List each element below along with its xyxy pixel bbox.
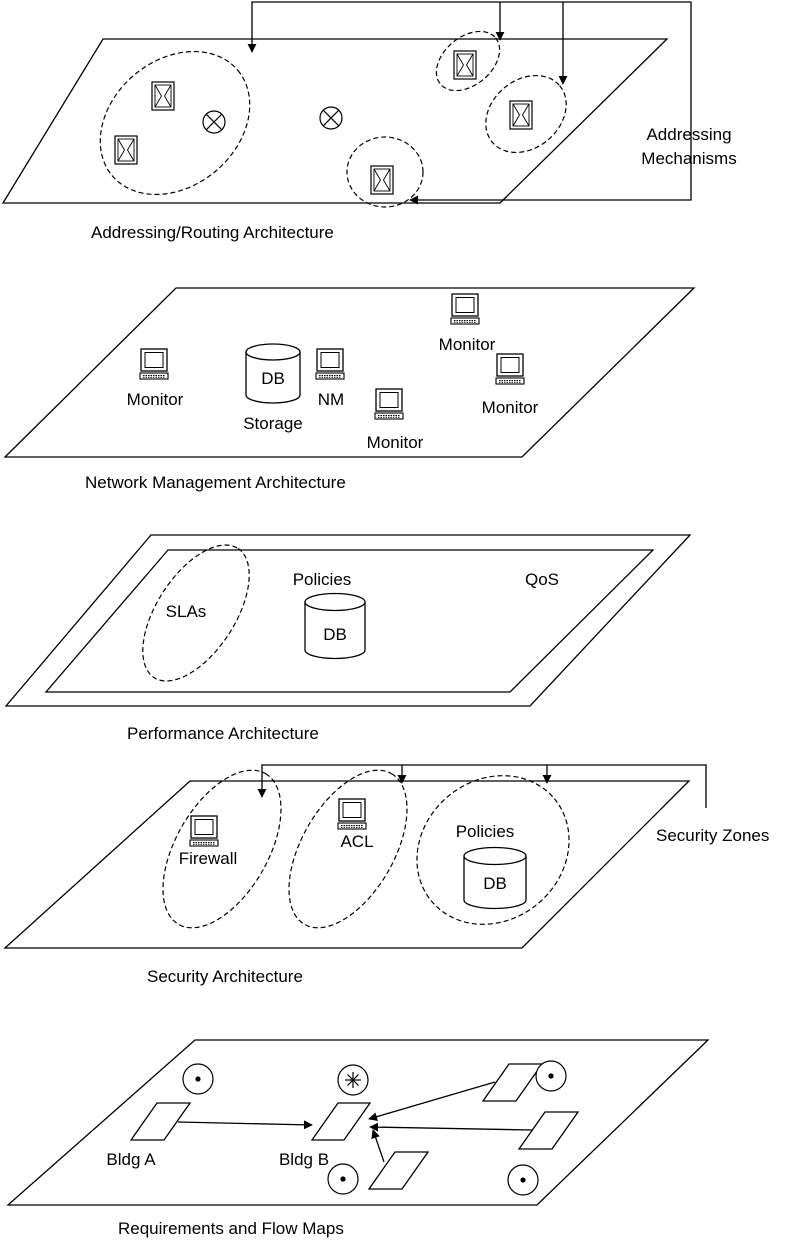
point-icon xyxy=(327,1163,359,1195)
security-layer: Firewall ACL Policies DB Security Zones … xyxy=(3,764,769,986)
management-caption: Network Management Architecture xyxy=(85,473,346,492)
policies-zone xyxy=(416,775,570,925)
nm-label: NM xyxy=(318,390,344,409)
switch-icon xyxy=(509,100,533,130)
monitor-icon xyxy=(315,348,345,380)
database-icon xyxy=(463,846,527,910)
router-icon xyxy=(319,106,343,130)
addressing-callout-line2: Mechanisms xyxy=(641,149,736,168)
security-caption: Security Architecture xyxy=(147,967,303,986)
monitor-label: Monitor xyxy=(482,398,539,417)
firewall-label: Firewall xyxy=(179,849,238,868)
building-shape xyxy=(367,1151,430,1190)
bldg-a-shape xyxy=(129,1102,192,1141)
addressing-callout-line1: Addressing xyxy=(646,125,731,144)
firewall-icon xyxy=(189,815,219,847)
point-icon xyxy=(535,1060,567,1092)
point-icon xyxy=(507,1164,539,1196)
switch-icon xyxy=(370,165,394,195)
monitor-icon xyxy=(495,353,525,385)
point-icon xyxy=(182,1063,214,1095)
acl-zone xyxy=(288,769,408,929)
monitor-label: Monitor xyxy=(367,433,424,452)
bldg-a-label: Bldg A xyxy=(106,1150,156,1169)
asterisk-icon xyxy=(337,1064,369,1096)
performance-caption: Performance Architecture xyxy=(127,724,319,743)
building-shape xyxy=(517,1111,580,1150)
security-arrow-firewall xyxy=(257,764,707,808)
storage-label: Storage xyxy=(243,414,303,433)
policies-label: Policies xyxy=(293,570,352,589)
slas-zone xyxy=(142,544,250,682)
flow-arrow-bottom xyxy=(371,1129,385,1163)
monitor-label: Monitor xyxy=(127,390,184,409)
flow-maps-layer: Bldg A Bldg B Requirements and Flow Maps xyxy=(6,1039,710,1238)
performance-layer: SLAs Policies DB QoS Performance Archite… xyxy=(4,534,692,743)
monitor-label: Monitor xyxy=(439,335,496,354)
switch-icon xyxy=(114,135,138,165)
addressing-caption: Addressing/Routing Architecture xyxy=(91,223,334,242)
policies-label: Policies xyxy=(456,822,515,841)
building-shape xyxy=(481,1063,544,1102)
management-plane xyxy=(3,287,696,458)
database-icon xyxy=(304,592,366,660)
slas-label: SLAs xyxy=(166,602,207,621)
router-icon xyxy=(202,110,226,134)
bldg-b-shape xyxy=(310,1102,372,1141)
monitor-icon xyxy=(139,348,169,380)
acl-label: ACL xyxy=(340,832,373,851)
addressing-routing-layer: Addressing Mechanisms Addressing/Routing… xyxy=(1,1,737,242)
switch-icon xyxy=(453,50,477,80)
db-label: DB xyxy=(323,625,347,644)
flow-arrow-right xyxy=(369,1122,533,1132)
addressing-arrow-bottom xyxy=(409,190,692,205)
addressing-zone-bottom xyxy=(346,136,424,208)
database-icon xyxy=(245,343,301,404)
flow-arrow-top-right xyxy=(368,1081,496,1122)
network-management-layer: Monitor Monitor Monitor Monitor NM DB St… xyxy=(3,287,696,492)
flow-arrow-bldg-a xyxy=(177,1120,313,1130)
firewall-zone xyxy=(162,769,282,929)
qos-label: QoS xyxy=(525,570,559,589)
monitor-icon xyxy=(337,798,367,830)
db-label: DB xyxy=(483,874,507,893)
security-zones-label: Security Zones xyxy=(656,826,769,845)
monitor-icon xyxy=(374,388,404,420)
bldg-b-label: Bldg B xyxy=(279,1150,329,1169)
addressing-arrow-left xyxy=(247,1,692,190)
monitor-icon xyxy=(450,293,480,325)
switch-icon xyxy=(151,81,175,111)
db-label: DB xyxy=(261,369,285,388)
flow-caption: Requirements and Flow Maps xyxy=(118,1219,344,1238)
addressing-zone-left xyxy=(99,50,251,196)
